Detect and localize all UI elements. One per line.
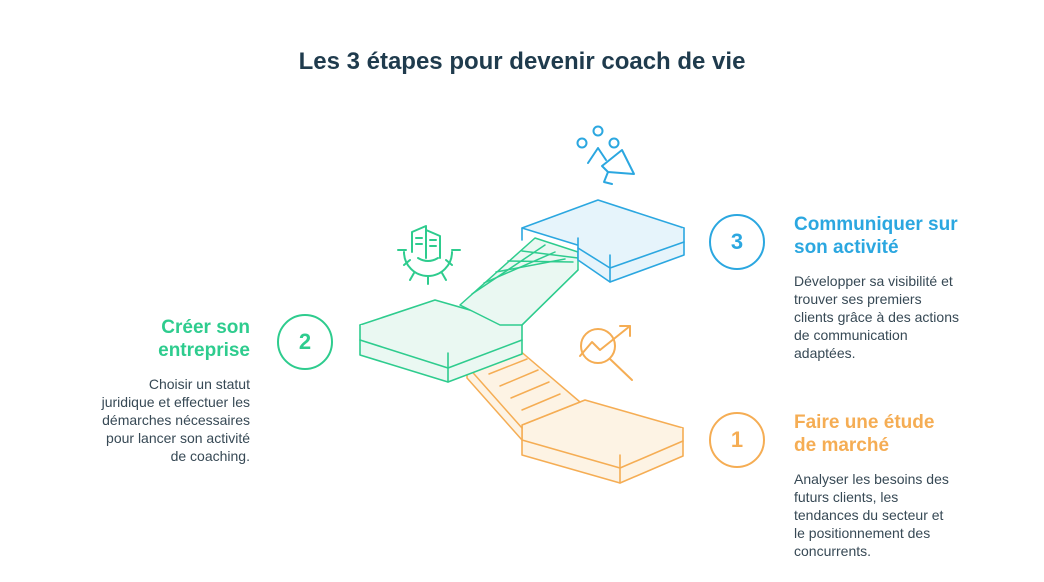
megaphone-people-icon [578,127,635,185]
step-1-number: 1 [731,427,743,453]
step-3-number-badge: 3 [709,214,765,270]
step-3-title: Communiquer sur son activité [794,213,958,259]
step-3-description: Développer sa visibilité et trouver ses … [794,272,959,362]
market-analysis-icon [580,326,632,380]
step-2-number-badge: 2 [277,314,333,370]
step-1-number-badge: 1 [709,412,765,468]
stairs-step-2-to-3 [460,238,578,325]
step-2-description: Choisir un statut juridique et effectuer… [40,375,250,465]
step-3-number: 3 [731,229,743,255]
business-setup-gear-icon [398,226,460,284]
step-2-number: 2 [299,329,311,355]
step-1-description: Analyser les besoins des futurs clients,… [794,470,949,560]
step-1-title: Faire une étude de marché [794,411,934,457]
step-2-title: Créer son entreprise [100,316,250,362]
